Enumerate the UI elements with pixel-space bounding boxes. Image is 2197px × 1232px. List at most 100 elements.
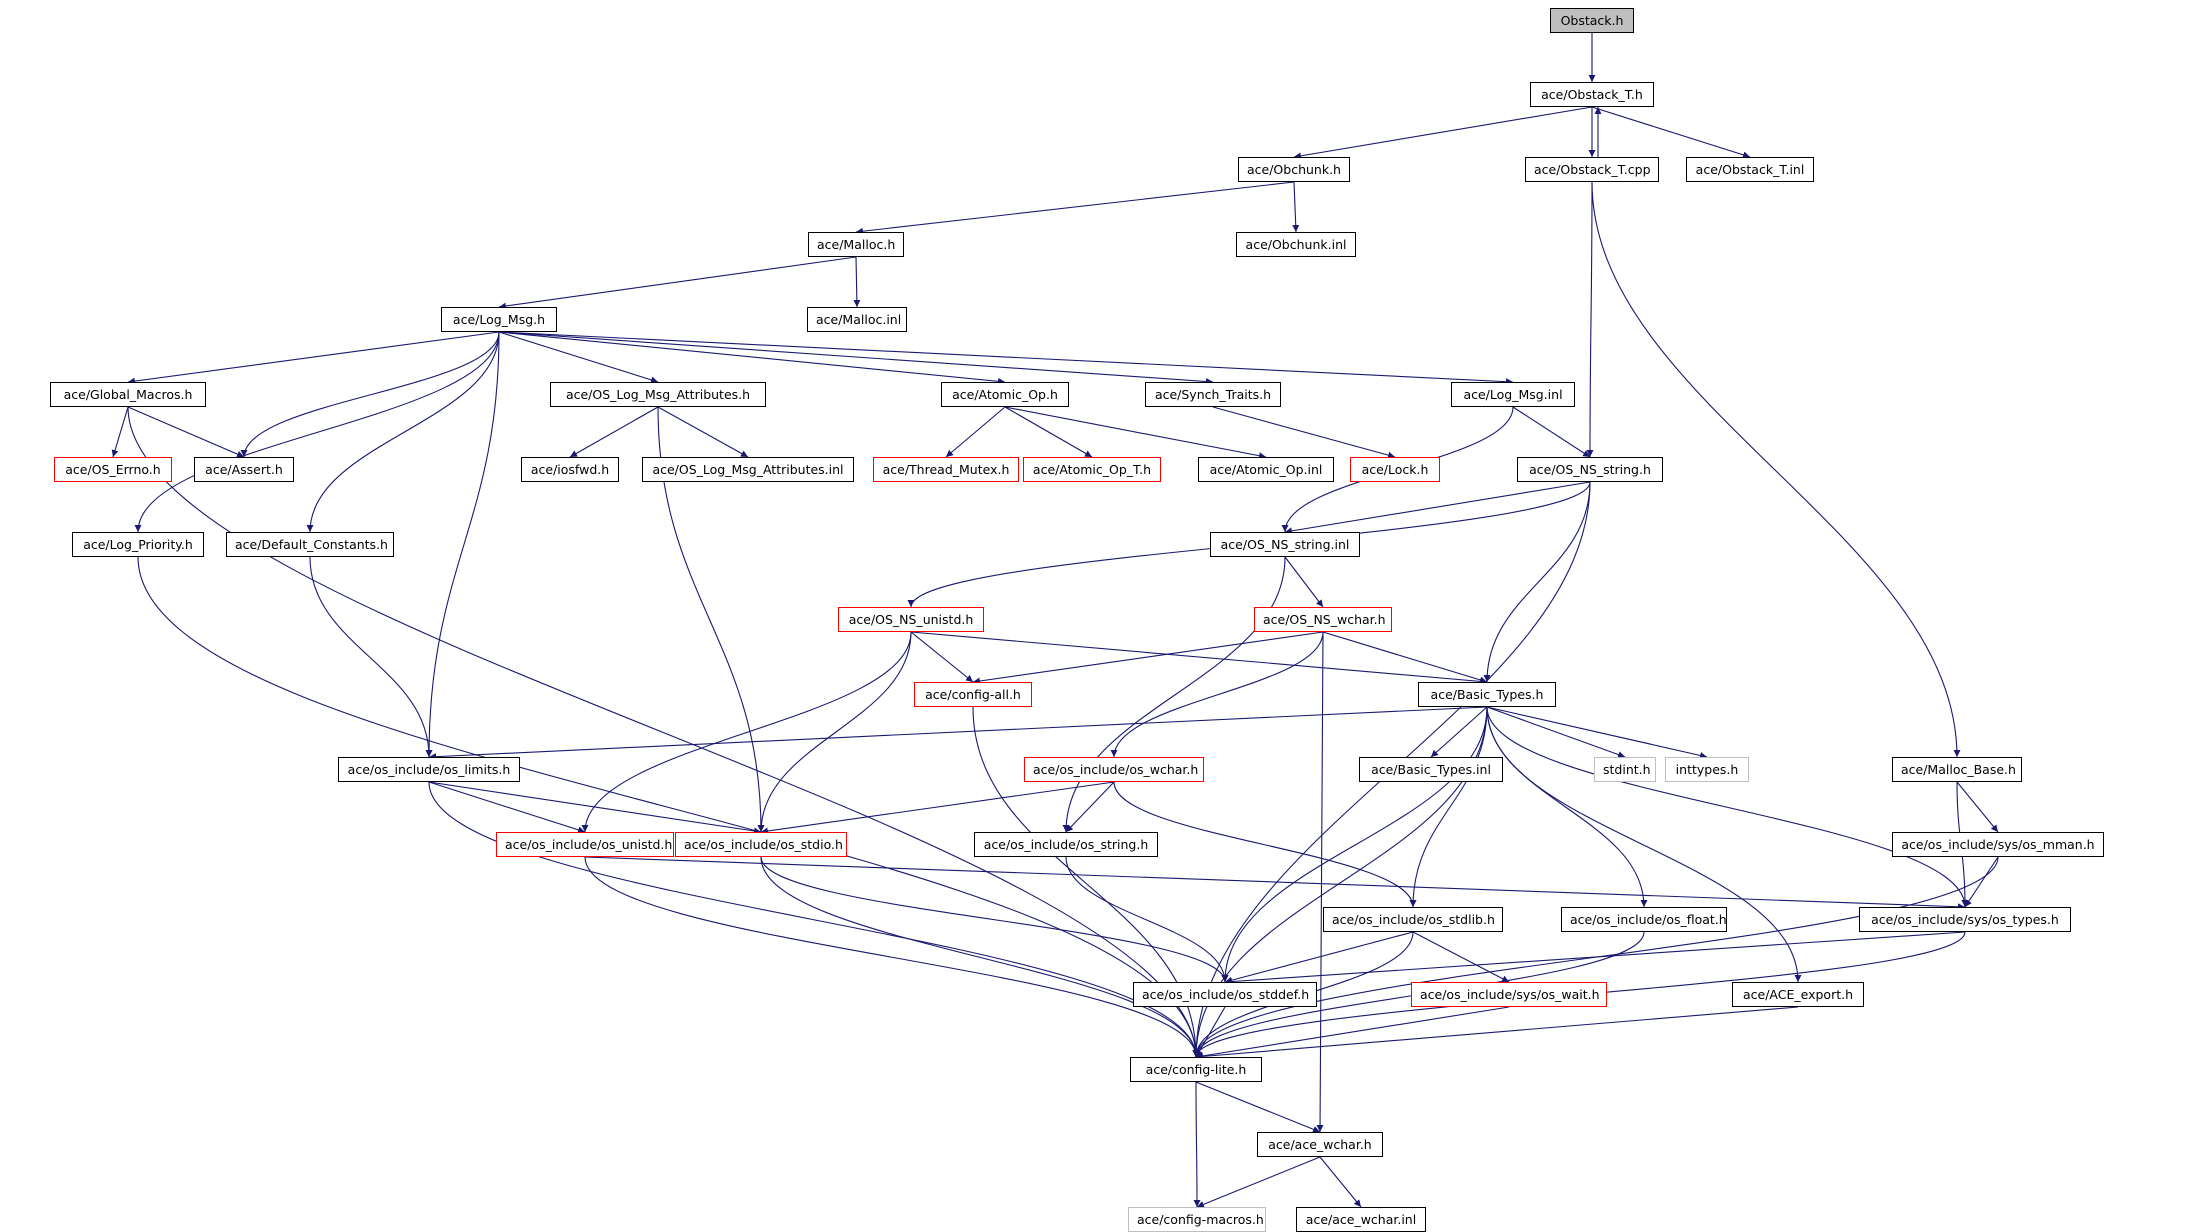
edge-os-ns-string-inl-to-os-ns-wchar	[1284, 556, 1324, 608]
node-os-ns-unistd[interactable]: ace/OS_NS_unistd.h	[838, 607, 984, 632]
node-atomic-op-t[interactable]: ace/Atomic_Op_T.h	[1023, 457, 1161, 482]
edge-log-msg-h-to-assert-h	[240, 331, 500, 458]
node-config-lite[interactable]: ace/config-lite.h	[1130, 1057, 1262, 1082]
edge-os-log-attr-h-to-iosfwd	[569, 406, 659, 458]
node-basic-types-h[interactable]: ace/Basic_Types.h	[1418, 682, 1556, 707]
node-os-ns-wchar[interactable]: ace/OS_NS_wchar.h	[1254, 607, 1392, 632]
edge-os-ns-unistd-to-os-unistd	[581, 631, 912, 833]
node-os-log-attr-inl[interactable]: ace/OS_Log_Msg_Attributes.inl	[642, 457, 854, 482]
edge-os-ns-unistd-to-basic-types-h	[910, 631, 1488, 685]
edge-obstack-t-h-to-obstack-t-inl	[1591, 106, 1751, 159]
edge-global-macros-to-config-lite	[127, 406, 1200, 1058]
edge-config-lite-to-ace-wchar-h	[1195, 1081, 1321, 1133]
edge-os-ns-string-h-to-basic-types-h	[1483, 481, 1591, 683]
node-obstack-t-h[interactable]: ace/Obstack_T.h	[1530, 82, 1654, 107]
edge-atomic-op-h-to-atomic-op-inl	[1004, 406, 1267, 460]
node-thread-mutex[interactable]: ace/Thread_Mutex.h	[873, 457, 1019, 482]
edge-os-ns-wchar-to-ace-wchar-h	[1316, 631, 1324, 1133]
node-log-priority[interactable]: ace/Log_Priority.h	[72, 532, 204, 557]
edge-os-stdlib-to-os-wait	[1412, 931, 1510, 983]
node-obstack-t-inl[interactable]: ace/Obstack_T.inl	[1686, 157, 1814, 182]
node-obstack: Obstack.h	[1550, 8, 1634, 33]
node-global-macros[interactable]: ace/Global_Macros.h	[50, 382, 206, 407]
node-ace-wchar-h[interactable]: ace/ace_wchar.h	[1257, 1132, 1383, 1157]
node-obchunk-h[interactable]: ace/Obchunk.h	[1238, 157, 1350, 182]
edge-global-macros-to-assert-h	[127, 406, 245, 458]
edge-os-ns-unistd-to-os-stdio	[757, 631, 912, 833]
node-inttypes[interactable]: inttypes.h	[1665, 757, 1749, 782]
edge-os-ns-wchar-to-config-all	[972, 631, 1324, 685]
node-ace-export[interactable]: ace/ACE_export.h	[1732, 982, 1864, 1007]
edge-malloc-h-to-log-msg-h	[498, 256, 857, 310]
node-atomic-op-inl[interactable]: ace/Atomic_Op.inl	[1198, 457, 1334, 482]
node-config-all[interactable]: ace/config-all.h	[914, 682, 1032, 707]
edge-os-limits-to-os-stdio	[428, 781, 762, 835]
node-os-unistd[interactable]: ace/os_include/os_unistd.h	[496, 832, 674, 857]
node-os-types[interactable]: ace/os_include/sys/os_types.h	[1859, 907, 2071, 932]
edge-os-stdio-to-os-stddef	[760, 856, 1229, 983]
edge-basic-types-h-to-os-stddef	[1221, 706, 1488, 983]
node-malloc-h[interactable]: ace/Malloc.h	[808, 232, 904, 257]
edge-atomic-op-h-to-thread-mutex	[945, 406, 1006, 458]
edge-log-msg-h-to-log-msg-inl	[498, 331, 1514, 386]
node-os-ns-string-h[interactable]: ace/OS_NS_string.h	[1517, 457, 1663, 482]
edge-log-msg-h-to-global-macros	[127, 331, 500, 385]
node-os-ns-string-inl[interactable]: ace/OS_NS_string.inl	[1210, 532, 1360, 557]
node-basic-types-inl[interactable]: ace/Basic_Types.inl	[1359, 757, 1503, 782]
node-log-msg-inl[interactable]: ace/Log_Msg.inl	[1451, 382, 1575, 407]
edge-basic-types-h-to-os-limits	[428, 706, 1488, 761]
edge-log-msg-h-to-os-log-attr-h	[498, 331, 659, 384]
edge-log-msg-inl-to-os-ns-string-h	[1512, 406, 1591, 458]
node-obstack-t-cpp[interactable]: ace/Obstack_T.cpp	[1525, 157, 1659, 182]
node-os-string[interactable]: ace/os_include/os_string.h	[974, 832, 1158, 857]
node-ace-wchar-inl[interactable]: ace/ace_wchar.inl	[1296, 1207, 1426, 1232]
edge-os-wait-to-config-lite	[1195, 1006, 1510, 1060]
node-malloc-base[interactable]: ace/Malloc_Base.h	[1892, 757, 2022, 782]
edge-obchunk-h-to-malloc-h	[855, 181, 1295, 235]
edge-synch-traits-to-lock-h	[1212, 406, 1396, 459]
node-os-stdlib[interactable]: ace/os_include/os_stdlib.h	[1323, 907, 1503, 932]
node-malloc-inl[interactable]: ace/Malloc.inl	[807, 307, 907, 332]
edge-log-msg-h-to-synch-traits	[498, 331, 1214, 386]
edge-ace-wchar-h-to-ace-wchar-inl	[1319, 1156, 1362, 1208]
edge-os-unistd-to-config-lite	[584, 856, 1200, 1058]
edge-malloc-base-to-os-mman	[1956, 781, 1999, 833]
edge-log-msg-h-to-os-limits	[425, 331, 500, 758]
node-os-wchar[interactable]: ace/os_include/os_wchar.h	[1024, 757, 1204, 782]
node-os-stddef[interactable]: ace/os_include/os_stddef.h	[1133, 982, 1317, 1007]
edge-ace-export-to-config-lite	[1195, 1006, 1799, 1060]
edge-obstack-t-h-to-obchunk-h	[1293, 106, 1593, 160]
edge-os-ns-wchar-to-basic-types-h	[1322, 631, 1488, 684]
node-os-errno[interactable]: ace/OS_Errno.h	[54, 457, 172, 482]
node-lock-h[interactable]: ace/Lock.h	[1350, 457, 1440, 482]
node-os-float[interactable]: ace/os_include/os_float.h	[1561, 907, 1727, 932]
node-os-limits[interactable]: ace/os_include/os_limits.h	[338, 757, 520, 782]
edge-os-limits-to-config-lite	[428, 781, 1200, 1058]
node-obchunk-inl[interactable]: ace/Obchunk.inl	[1236, 232, 1356, 257]
node-config-macros[interactable]: ace/config-macros.h	[1128, 1207, 1266, 1232]
edge-log-msg-h-to-default-constants	[306, 331, 500, 533]
node-assert-h[interactable]: ace/Assert.h	[194, 457, 294, 482]
edge-os-limits-to-os-unistd	[428, 781, 586, 834]
node-os-log-attr-h[interactable]: ace/OS_Log_Msg_Attributes.h	[550, 382, 766, 407]
node-iosfwd[interactable]: ace/iosfwd.h	[521, 457, 619, 482]
edge-log-msg-h-to-atomic-op-h	[498, 331, 1006, 385]
edge-basic-types-h-to-stdint	[1486, 706, 1626, 758]
edge-os-ns-unistd-to-config-all	[910, 631, 974, 683]
edge-basic-types-h-to-basic-types-inl	[1430, 706, 1488, 758]
node-atomic-op-h[interactable]: ace/Atomic_Op.h	[941, 382, 1069, 407]
node-os-mman[interactable]: ace/os_include/sys/os_mman.h	[1892, 832, 2104, 857]
node-os-wait[interactable]: ace/os_include/sys/os_wait.h	[1411, 982, 1607, 1007]
edge-os-unistd-to-os-types	[584, 856, 1966, 911]
edge-atomic-op-h-to-atomic-op-t	[1004, 406, 1093, 458]
node-default-constants[interactable]: ace/Default_Constants.h	[226, 532, 394, 557]
node-os-stdio[interactable]: ace/os_include/os_stdio.h	[675, 832, 847, 857]
edge-os-stdlib-to-os-stddef	[1224, 931, 1414, 984]
node-stdint[interactable]: stdint.h	[1594, 757, 1656, 782]
node-synch-traits[interactable]: ace/Synch_Traits.h	[1145, 382, 1281, 407]
node-log-msg-h[interactable]: ace/Log_Msg.h	[441, 307, 557, 332]
edge-os-string-to-os-stddef	[1065, 856, 1229, 983]
edge-obchunk-h-to-obchunk-inl	[1292, 181, 1300, 233]
edge-os-wchar-to-os-string	[1065, 781, 1115, 833]
